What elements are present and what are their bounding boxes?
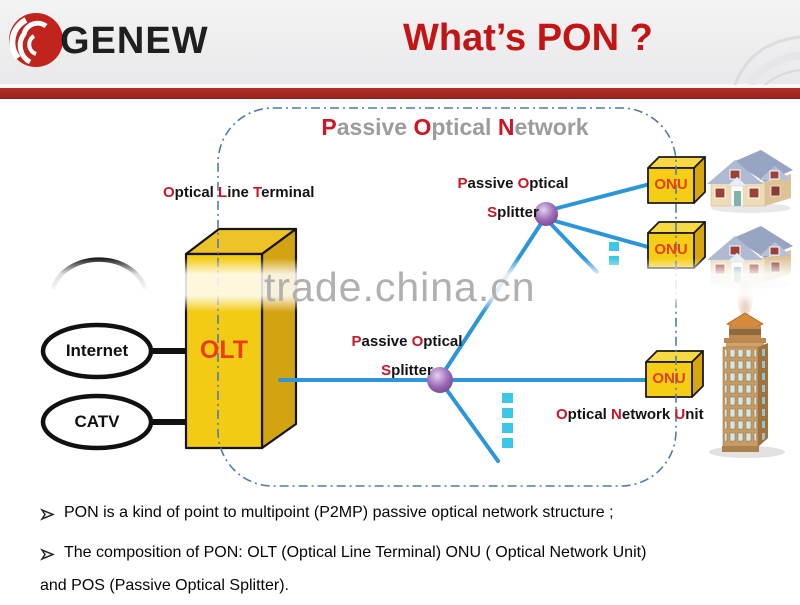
header-bar <box>0 0 800 84</box>
bullet-2-text: The composition of PON: OLT (Optical Lin… <box>64 544 647 561</box>
pos-splitter-label-upper: Passive Optical Splitter <box>438 169 588 227</box>
olt-terminal-label: Optical Line Terminal <box>163 184 315 201</box>
pos-splitter-lower-line2: Splitter <box>381 362 433 379</box>
bullet-2-continued: and POS (Passive Optical Splitter). <box>40 577 289 595</box>
watermark-text: trade.china.cn <box>264 264 536 310</box>
building-icon <box>709 280 785 458</box>
pos-splitter-upper-line1: Passive Optical <box>457 175 569 192</box>
house-icon-1 <box>706 149 794 214</box>
bullet-2-text-continued: and POS (Passive Optical Splitter). <box>40 577 289 594</box>
pon-network-title: Passive Optical Network <box>321 114 589 140</box>
pos-splitter-label-lower: Passive Optical Splitter <box>332 327 482 385</box>
ellipsis-dots-lower <box>502 393 513 448</box>
onu-box-text-3: ONU <box>652 370 686 387</box>
brand-logo-text: GENEW <box>60 20 209 62</box>
bullet-2: The composition of PON: OLT (Optical Lin… <box>40 544 646 562</box>
page-title: What’s PON ? <box>403 17 653 59</box>
olt-box-text: OLT <box>199 336 249 364</box>
ellipsis-dots-upper <box>609 242 619 265</box>
red-accent-bar <box>0 88 800 99</box>
pos-splitter-upper-line2: Splitter <box>487 204 539 221</box>
catv-label: CATV <box>74 412 120 431</box>
onu-unit-label: Optical Network Unit <box>556 406 704 423</box>
onu-box-text-2: ONU <box>654 241 688 258</box>
header-separator <box>0 84 800 88</box>
bullet-1-text: PON is a kind of point to multipoint (P2… <box>64 504 614 521</box>
onu-box-text-1: ONU <box>654 176 688 193</box>
pos-splitter-lower-line1: Passive Optical <box>351 333 463 350</box>
arrow-bullet-icon <box>40 508 55 521</box>
arrow-bullet-icon <box>40 548 55 561</box>
faded-cloud-arc <box>50 257 148 290</box>
internet-label: Internet <box>65 341 129 360</box>
house-icon-2 <box>706 225 794 290</box>
bullet-1: PON is a kind of point to multipoint (P2… <box>40 504 614 522</box>
